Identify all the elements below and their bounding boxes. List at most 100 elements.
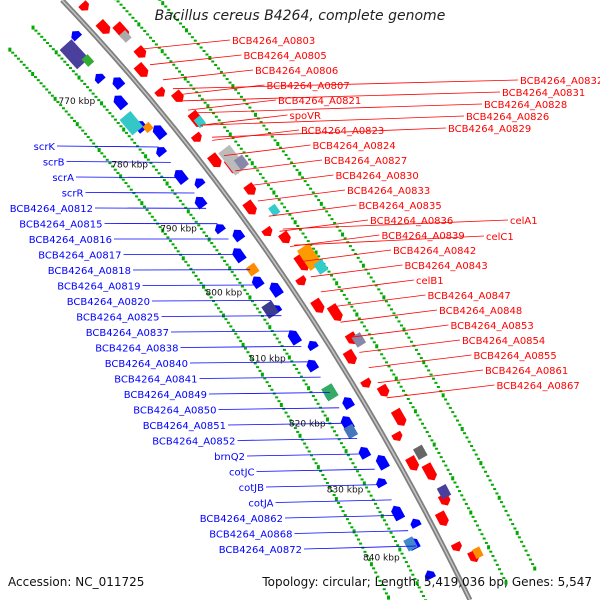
tick-mark-1-14 xyxy=(71,70,75,73)
tick-mark-3-80 xyxy=(341,232,345,237)
tick-mark-1-27 xyxy=(108,112,112,115)
tick-mark-1-150 xyxy=(411,573,415,576)
forward-gene-leader-4 xyxy=(187,99,277,111)
tick-mark-2-76 xyxy=(304,236,308,239)
tick-mark-3-128 xyxy=(460,426,464,431)
reverse-gene-label-7: BCB4264_A0817 xyxy=(38,251,121,262)
tick-mark-2-134 xyxy=(446,468,450,471)
scale-label-2: 790 kbp xyxy=(160,225,197,235)
tick-mark-0-144 xyxy=(369,562,373,567)
tick-mark-3-83 xyxy=(348,245,352,248)
tick-mark-3-62 xyxy=(292,165,296,168)
reverse-gene-leader-24 xyxy=(284,514,400,519)
tick-mark-3-30 xyxy=(202,50,206,53)
tick-mark-1-142 xyxy=(393,540,397,543)
tick-mark-0-92 xyxy=(251,358,255,361)
tick-mark-0-1 xyxy=(11,51,15,54)
forward-gene-arrow-20 xyxy=(261,225,273,237)
tick-mark-3-37 xyxy=(222,74,226,77)
tick-mark-1-140 xyxy=(389,531,393,534)
tick-mark-2-103 xyxy=(372,341,376,344)
tick-mark-2-26 xyxy=(166,56,170,59)
reverse-gene-label-15: BCB4264_A0841 xyxy=(114,375,197,386)
forward-gene-label-17: BCB4264_A0847 xyxy=(428,291,511,302)
tick-mark-1-118 xyxy=(339,442,343,445)
tick-mark-1-66 xyxy=(212,245,216,248)
tick-mark-3-109 xyxy=(414,348,418,351)
tick-mark-0-57 xyxy=(163,232,167,235)
tick-mark-2-28 xyxy=(172,63,176,66)
tick-mark-0-95 xyxy=(258,369,262,372)
tick-mark-0-0 xyxy=(8,47,12,52)
tick-mark-3-41 xyxy=(234,88,238,91)
tick-mark-0-110 xyxy=(293,427,297,430)
tick-mark-0-118 xyxy=(312,458,316,461)
scale-label-1: 780 kbp xyxy=(111,161,148,171)
forward-gene-arrow-24 xyxy=(295,275,307,286)
tick-mark-1-42 xyxy=(149,162,153,165)
tick-mark-2-110 xyxy=(389,369,393,372)
tick-mark-3-103 xyxy=(399,324,403,327)
reverse-gene-label-24: BCB4264_A0862 xyxy=(200,514,283,525)
reverse-gene-leader-22 xyxy=(265,484,384,488)
tick-mark-0-96 xyxy=(260,372,264,377)
tick-mark-2-132 xyxy=(442,460,446,463)
tick-mark-1-102 xyxy=(302,379,306,382)
forward-gene-leader-0 xyxy=(136,39,231,50)
forward-gene-label-20: BCB4264_A0854 xyxy=(462,336,545,347)
tick-mark-1-54 xyxy=(181,203,185,206)
tick-mark-3-64 xyxy=(298,171,302,176)
reverse-gene-arrow-36 xyxy=(410,518,422,529)
tick-mark-1-151 xyxy=(413,577,417,580)
tick-mark-0-143 xyxy=(367,559,371,562)
forward-gene-upper-leader-0 xyxy=(172,79,519,90)
tick-mark-3-125 xyxy=(453,415,457,418)
tick-mark-3-113 xyxy=(424,365,428,368)
tick-mark-3-143 xyxy=(495,492,499,495)
tick-mark-1-19 xyxy=(86,86,90,89)
feature-block-17 xyxy=(436,484,452,500)
tick-mark-1-68 xyxy=(217,252,221,255)
reverse-gene-leader-1 xyxy=(66,161,171,163)
tick-mark-0-125 xyxy=(328,486,332,489)
reverse-gene-leader-10 xyxy=(151,299,272,302)
tick-mark-3-71 xyxy=(317,199,321,202)
tick-mark-1-77 xyxy=(240,285,244,288)
tick-mark-1-126 xyxy=(358,474,362,477)
tick-mark-1-29 xyxy=(113,118,117,121)
tick-mark-1-32 xyxy=(122,127,126,132)
tick-mark-1-90 xyxy=(273,333,277,336)
tick-mark-1-96 xyxy=(287,355,291,360)
tick-mark-3-111 xyxy=(419,357,423,360)
forward-gene-arrow-5 xyxy=(133,45,147,58)
reverse-gene-arrow-5 xyxy=(113,95,129,111)
tick-mark-2-89 xyxy=(337,286,341,289)
tick-mark-2-65 xyxy=(275,195,279,198)
tick-mark-0-35 xyxy=(105,158,109,161)
reverse-gene-label-2: scrA xyxy=(52,173,74,184)
tick-mark-1-47 xyxy=(162,179,166,182)
tick-mark-0-133 xyxy=(345,518,349,521)
tick-mark-0-128 xyxy=(334,497,338,502)
tick-mark-3-34 xyxy=(214,63,218,66)
tick-mark-1-120 xyxy=(344,449,348,454)
tick-mark-1-81 xyxy=(250,300,254,303)
reverse-gene-label-18: BCB4264_A0851 xyxy=(143,421,226,432)
tick-mark-2-121 xyxy=(416,414,420,417)
tick-mark-2-96 xyxy=(355,312,359,317)
reverse-gene-label-22: cotJB xyxy=(239,483,264,494)
tick-mark-1-117 xyxy=(337,438,341,441)
tick-mark-2-108 xyxy=(385,361,389,364)
tick-mark-1-92 xyxy=(278,341,282,344)
tick-mark-1-10 xyxy=(60,57,64,60)
tick-mark-0-18 xyxy=(59,104,63,107)
tick-mark-3-122 xyxy=(446,402,450,405)
tick-mark-2-116 xyxy=(404,393,408,396)
forward-gene-label-1: BCB4264_A0805 xyxy=(244,51,327,62)
tick-mark-1-107 xyxy=(314,398,318,401)
tick-mark-0-135 xyxy=(350,526,354,529)
tick-mark-2-155 xyxy=(493,559,497,562)
tick-mark-1-108 xyxy=(316,402,320,405)
reverse-gene-leader-19 xyxy=(237,438,358,441)
